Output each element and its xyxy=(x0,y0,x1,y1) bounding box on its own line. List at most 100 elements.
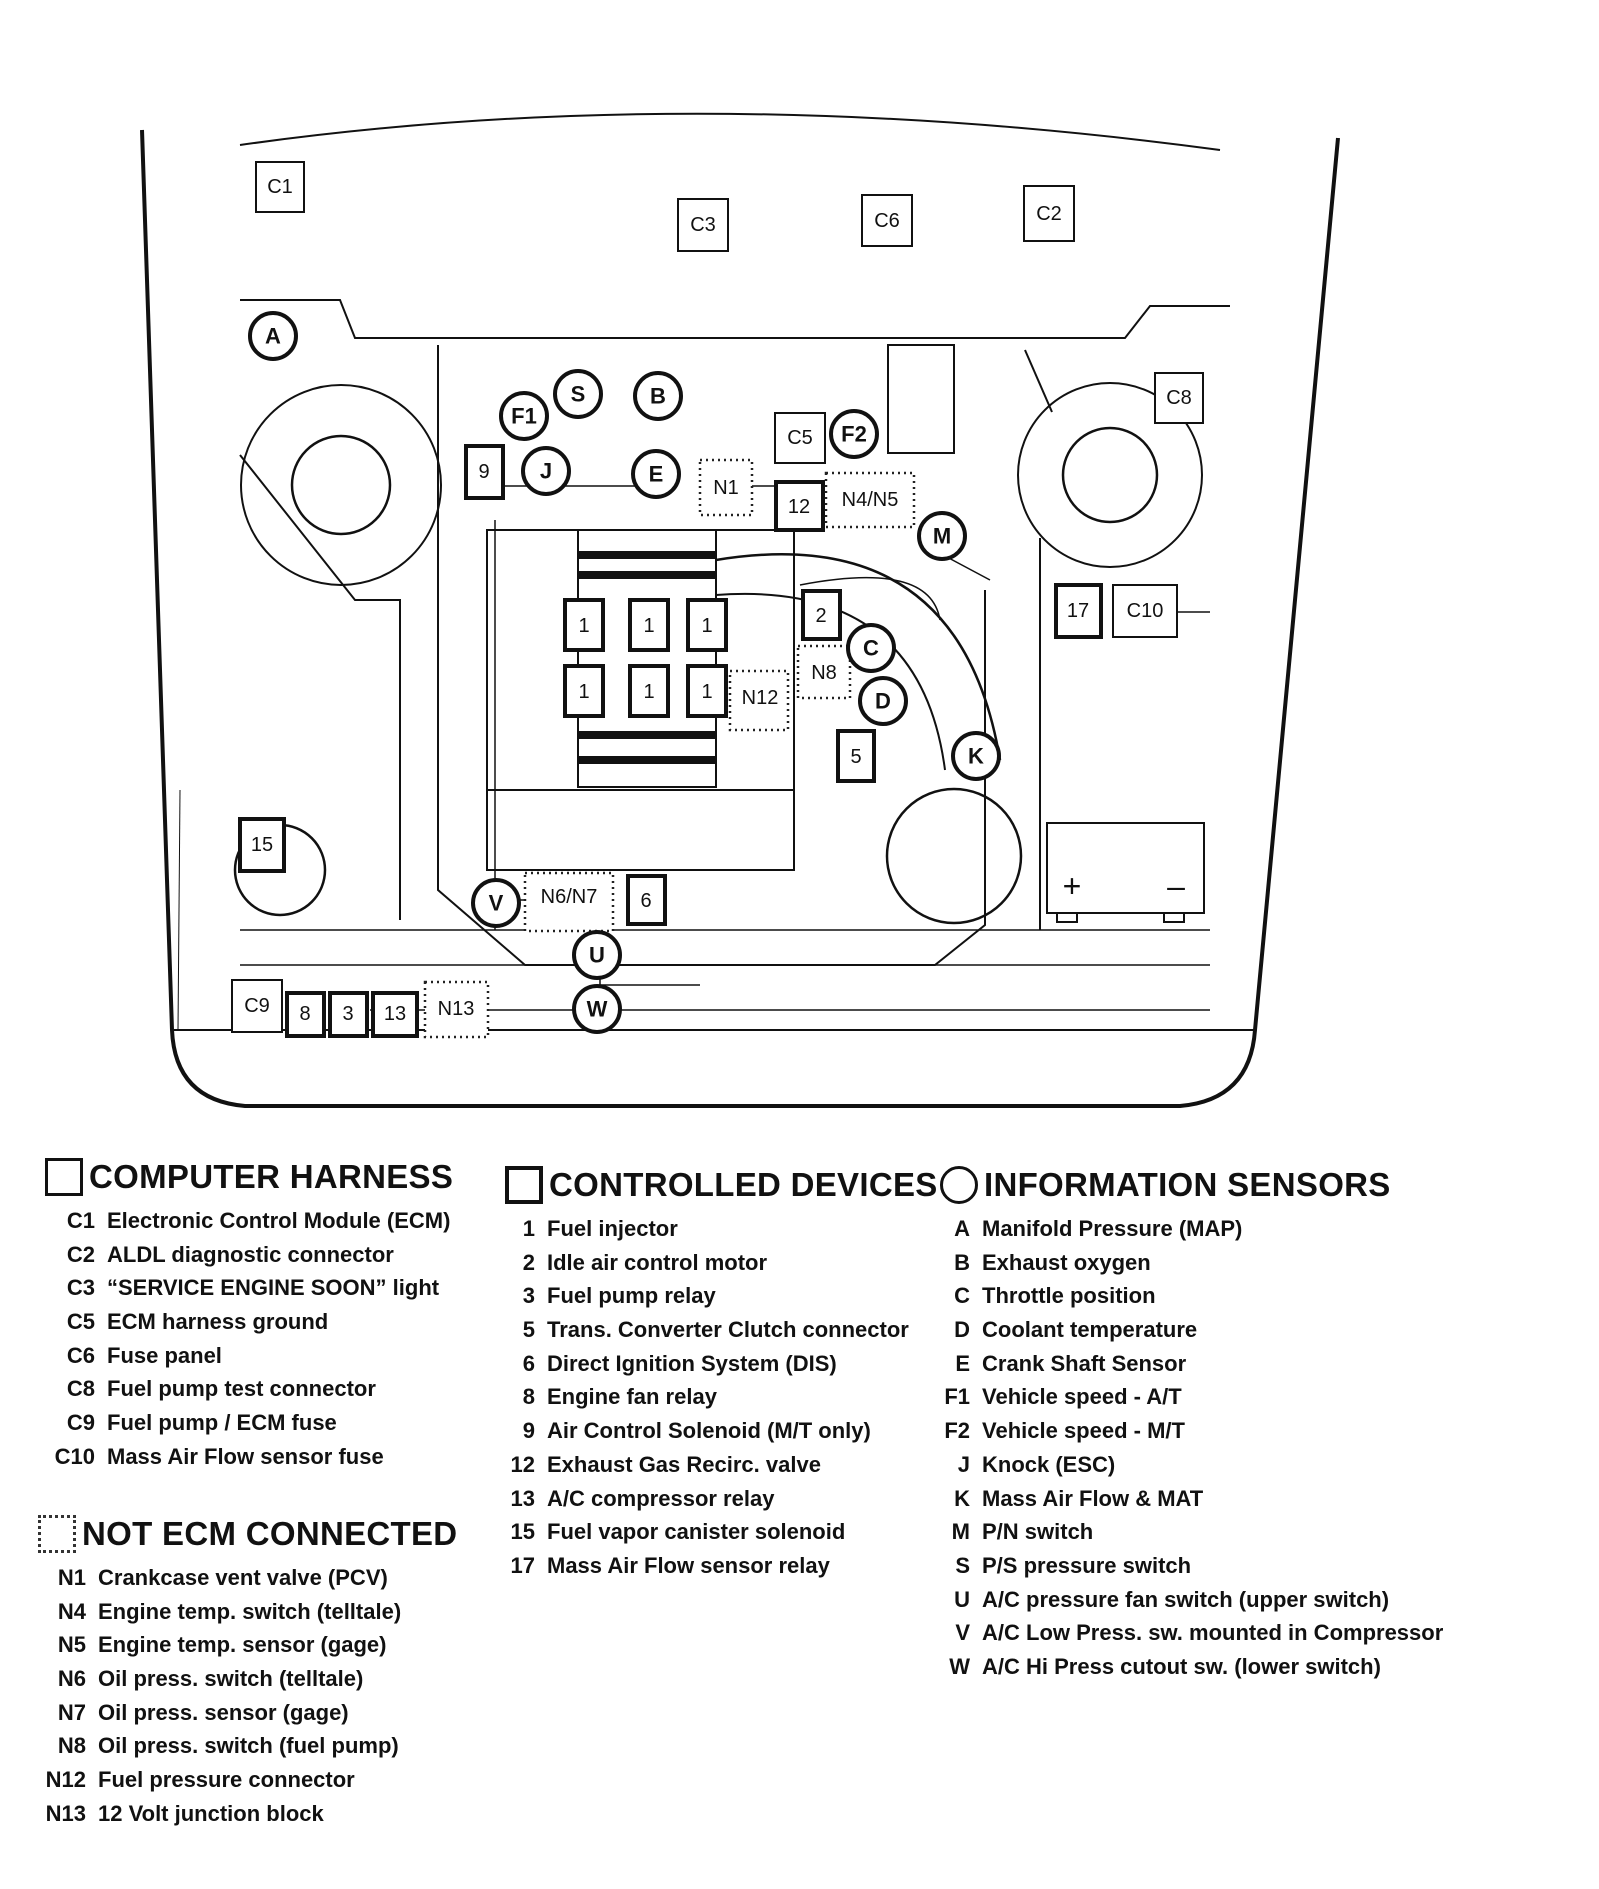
legend-item-code: F1 xyxy=(944,1384,970,1410)
legend-item-code: N1 xyxy=(57,1565,86,1590)
legend-item-code: K xyxy=(954,1485,970,1511)
legend-item-label: P/S pressure switch xyxy=(982,1552,1192,1578)
device-12-box xyxy=(774,480,825,532)
label-device-13: 13 xyxy=(384,1003,406,1025)
legend-item-code: C6 xyxy=(66,1342,95,1368)
label-sensor-c: C xyxy=(863,636,879,661)
label-sensor-f2: F2 xyxy=(841,422,867,447)
legend-item-label: Oil press. sensor (gage) xyxy=(98,1699,349,1725)
legend-item-code: N8 xyxy=(57,1733,86,1759)
label-c3: C3 xyxy=(690,214,716,236)
legend-item-label: “SERVICE ENGINE SOON” light xyxy=(107,1275,440,1301)
sensor-s-circle xyxy=(553,369,603,419)
legend-item-code: C8 xyxy=(66,1376,95,1402)
legend-item: C3 “SERVICE ENGINE SOON” light xyxy=(45,1271,453,1305)
legend-item-code: C3 xyxy=(66,1275,95,1301)
legend-item-label: Idle air control motor xyxy=(547,1249,768,1275)
legend-item-label: Fuel pump / ECM fuse xyxy=(107,1410,337,1436)
legend-item-code: 17 xyxy=(510,1552,535,1578)
legend-item-label: Fuel pump test connector xyxy=(107,1376,376,1402)
legend-item-code: A xyxy=(954,1216,970,1241)
label-sensor-w: W xyxy=(587,997,608,1022)
dotted-square-icon xyxy=(38,1515,76,1553)
label-sensor-d: D xyxy=(875,689,891,714)
legend-item-label: Crankcase vent valve (PCV) xyxy=(98,1565,388,1590)
legend-item-label: Trans. Converter Clutch connector xyxy=(547,1317,909,1343)
device-9-box xyxy=(464,444,505,500)
injector-1a-box xyxy=(563,598,605,652)
legend-item-label: Electronic Control Module (ECM) xyxy=(107,1208,451,1233)
connector-c5-box xyxy=(774,412,826,464)
legend-item-code: 12 xyxy=(510,1451,535,1477)
label-sensor-a: A xyxy=(265,324,281,349)
connector-c8-box xyxy=(1154,372,1204,424)
legend-item: N5 Engine temp. sensor (gage) xyxy=(38,1628,457,1662)
legend-title: NOT ECM CONNECTED xyxy=(82,1515,458,1552)
sensor-f1-circle xyxy=(499,391,549,441)
legend-item-label: P/N switch xyxy=(982,1519,1094,1545)
sensor-d-circle xyxy=(858,676,908,726)
injector-1e-box xyxy=(628,664,670,718)
sensor-a-circle xyxy=(248,311,298,361)
legend-computer-harness: COMPUTER HARNESS C1 Electronic Control Mo… xyxy=(45,1158,453,1474)
label-n12: N12 xyxy=(742,687,779,709)
legend-item-code: N4 xyxy=(57,1598,86,1624)
legend-item-code: D xyxy=(954,1317,970,1343)
label-injector-1e: 1 xyxy=(643,681,654,703)
legend-item: N1 Crankcase vent valve (PCV) xyxy=(38,1561,457,1595)
front-panel-curve xyxy=(239,112,1221,151)
legend-item-label: Exhaust Gas Recirc. valve xyxy=(547,1451,821,1477)
legend-item-label: Knock (ESC) xyxy=(982,1451,1116,1477)
label-injector-1c: 1 xyxy=(701,615,712,637)
legend-item-code: N5 xyxy=(57,1632,86,1658)
battery xyxy=(1046,822,1205,914)
n4n5-box xyxy=(824,471,916,529)
label-sensor-e: E xyxy=(649,462,664,487)
legend-item-code: C2 xyxy=(66,1241,95,1267)
label-device-2: 2 xyxy=(815,605,826,627)
air-intake-duct xyxy=(715,553,1002,761)
legend-item-label: Oil press. switch (fuel pump) xyxy=(98,1733,399,1759)
label-c9: C9 xyxy=(244,995,270,1017)
legend-title: COMPUTER HARNESS xyxy=(89,1158,454,1195)
label-c5: C5 xyxy=(787,427,813,449)
label-injector-1b: 1 xyxy=(643,615,654,637)
connector-c6-box xyxy=(861,194,913,247)
n8-box xyxy=(796,644,852,700)
label-n1: N1 xyxy=(713,477,739,499)
legend-item-code: U xyxy=(954,1586,970,1612)
label-device-8: 8 xyxy=(299,1003,310,1025)
legend-item-code: S xyxy=(955,1552,970,1578)
legend-item-label: Manifold Pressure (MAP) xyxy=(982,1216,1243,1241)
label-device-3: 3 xyxy=(342,1003,353,1025)
device-15-box xyxy=(238,817,286,873)
device-2-box xyxy=(801,589,842,641)
sensor-v-circle xyxy=(471,878,521,928)
sensor-w-circle xyxy=(572,984,622,1034)
device-6-box xyxy=(626,874,667,926)
legend-item: C1 Electronic Control Module (ECM) xyxy=(45,1204,453,1238)
legend-item-label: Engine temp. sensor (gage) xyxy=(98,1632,387,1658)
legend-item-code: C1 xyxy=(66,1208,95,1233)
connector-c9-box xyxy=(231,979,283,1033)
label-c10: C10 xyxy=(1127,600,1164,622)
left-strut-tower xyxy=(240,384,442,586)
label-sensor-k: K xyxy=(968,744,984,769)
label-device-17: 17 xyxy=(1067,600,1089,622)
label-sensor-j: J xyxy=(540,459,552,484)
